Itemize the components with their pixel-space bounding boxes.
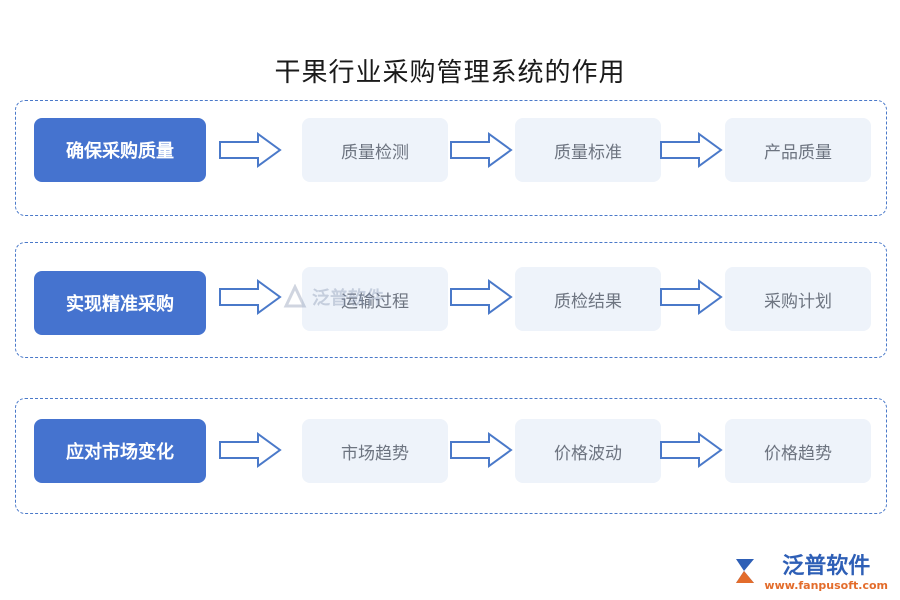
step-box: 市场趋势 [302, 419, 448, 483]
arrow-icon [660, 132, 723, 168]
brand-logo: 泛普软件 www.fanpusoft.com [730, 555, 888, 592]
step-box: 运输过程 [302, 267, 448, 331]
arrow-icon [450, 279, 513, 315]
logo-brand: 泛普软件 [782, 554, 871, 579]
page-title: 干果行业采购管理系统的作用 [274, 58, 626, 88]
fanpu-logo-icon [283, 284, 307, 308]
row-precise-purchasing: 实现精准采购 运输过程 质检结果 采购计划 [15, 242, 887, 358]
step-box: 采购计划 [725, 267, 871, 331]
arrow-icon [660, 279, 723, 315]
arrow-icon [450, 432, 513, 468]
logo-url: www.fanpusoft.com [764, 579, 888, 592]
step-box: 产品质量 [725, 118, 871, 182]
row-label: 应对市场变化 [34, 419, 206, 483]
fanpu-logo-icon [736, 559, 755, 583]
step-box: 质检结果 [515, 267, 661, 331]
row-market-changes: 应对市场变化 市场趋势 价格波动 价格趋势 [15, 398, 887, 514]
watermark: 泛普软件 [282, 284, 384, 310]
step-box: 质量检测 [302, 118, 448, 182]
arrow-icon [660, 432, 723, 468]
arrow-icon [219, 132, 282, 168]
arrow-icon [450, 132, 513, 168]
watermark-text: 泛普软件 [312, 288, 384, 309]
step-box: 质量标准 [515, 118, 661, 182]
step-box: 价格趋势 [725, 419, 871, 483]
arrow-icon [219, 279, 282, 315]
row-label: 确保采购质量 [34, 118, 206, 182]
arrow-icon [219, 432, 282, 468]
step-box: 价格波动 [515, 419, 661, 483]
row-ensure-quality: 确保采购质量 质量检测 质量标准 产品质量 [15, 100, 887, 216]
row-label: 实现精准采购 [34, 271, 206, 335]
